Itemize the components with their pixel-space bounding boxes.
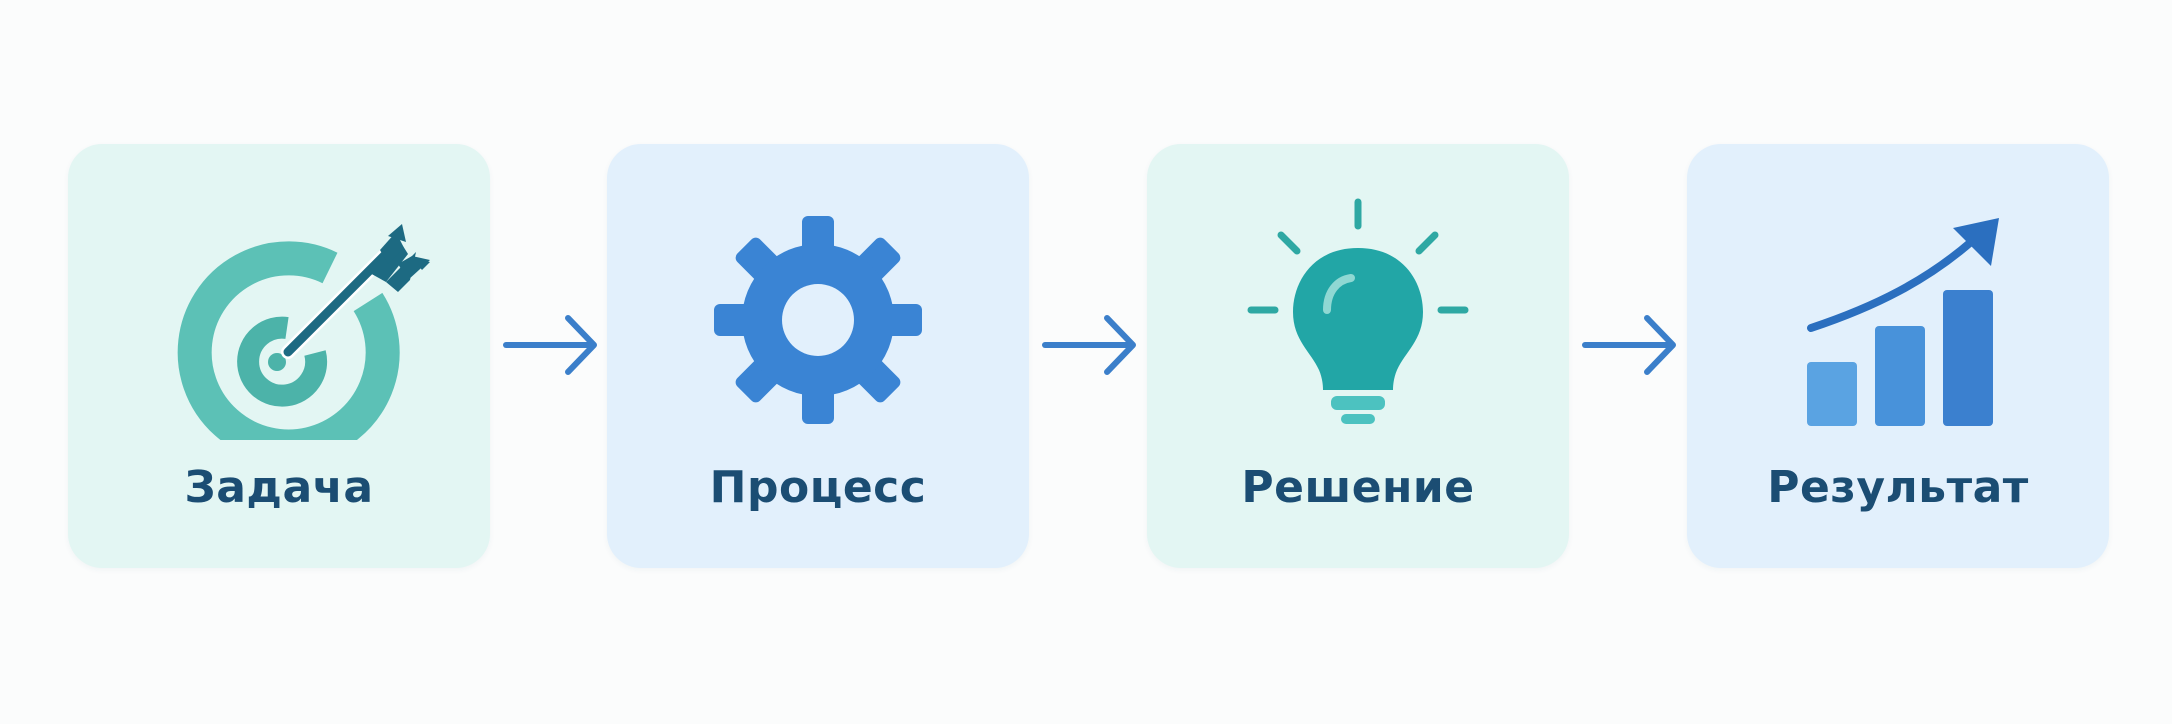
step-card-result: Результат [1687,144,2109,568]
step-label: Задача [184,462,374,513]
target-icon [68,180,490,440]
flow-arrow [502,310,602,380]
step-label: Результат [1767,462,2029,513]
flow-arrow [1041,310,1141,380]
step-card-process: Процесс [607,144,1029,568]
growth-chart-icon [1687,180,2109,440]
step-card-task: Задача [68,144,490,568]
flow-arrow [1581,310,1681,380]
lightbulb-icon [1147,180,1569,440]
step-label: Процесс [709,462,927,513]
step-card-solution: Решение [1147,144,1569,568]
step-label: Решение [1241,462,1475,513]
gear-icon [607,180,1029,440]
